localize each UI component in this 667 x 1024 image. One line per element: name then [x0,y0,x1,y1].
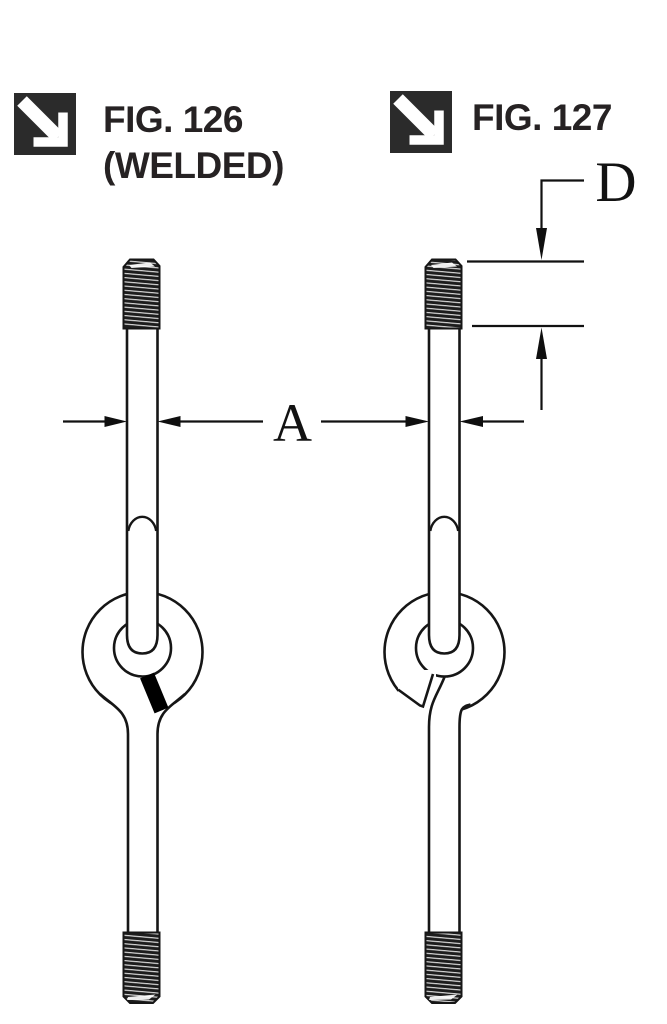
thread-chamfer-highlight [127,994,156,1000]
dim-a-arrow-right [157,416,181,427]
threaded-end-bottom [424,931,463,1004]
figure-126-sublabel: (WELDED) [103,145,284,186]
corner-arrow-icon [14,93,76,155]
corner-arrow-shaft [17,96,63,142]
threaded-end-top [424,258,463,330]
thread-chamfer-highlight [431,262,457,268]
dim-d-leader [540,179,584,230]
open-eye-cut-tip [397,673,435,709]
shank-transition-arc [429,515,460,532]
lower-shank [427,676,471,936]
corner-arrow-head [409,110,444,145]
dim-d-arrow-up [536,327,547,359]
dimension-d-label: D [595,151,636,214]
figure-127-label: FIG. 127 [472,97,612,138]
figure-126-label: FIG. 126 [103,99,243,140]
bolt-fig-126 [81,258,204,1004]
bolt-fig-127 [383,258,506,1004]
upper-shank [427,327,461,655]
corner-arrow-head [33,112,68,147]
corner-arrow-icon [390,91,452,153]
lower-shank [99,693,186,936]
figure-126-header: FIG. 126 (WELDED) [14,93,284,189]
threaded-end-bottom [122,931,161,1004]
dimension-d: D [467,151,637,410]
dim-d-arrow-down [536,228,547,260]
figure-127-header: FIG. 127 [390,91,612,153]
dim-a-arrow-right-2 [459,416,483,427]
upper-shank [125,327,159,655]
shank-transition-arc [127,515,158,532]
threaded-end-top [122,258,161,330]
dimension-a-label: A [273,393,312,453]
corner-arrow-shaft [393,94,439,140]
dimension-a: A [63,393,524,453]
thread-chamfer-highlight [129,262,155,268]
thread-chamfer-highlight [429,994,458,1000]
dim-a-arrow-left [104,416,127,427]
weld-mark [140,672,169,714]
dim-a-arrow-left-2 [405,416,429,427]
